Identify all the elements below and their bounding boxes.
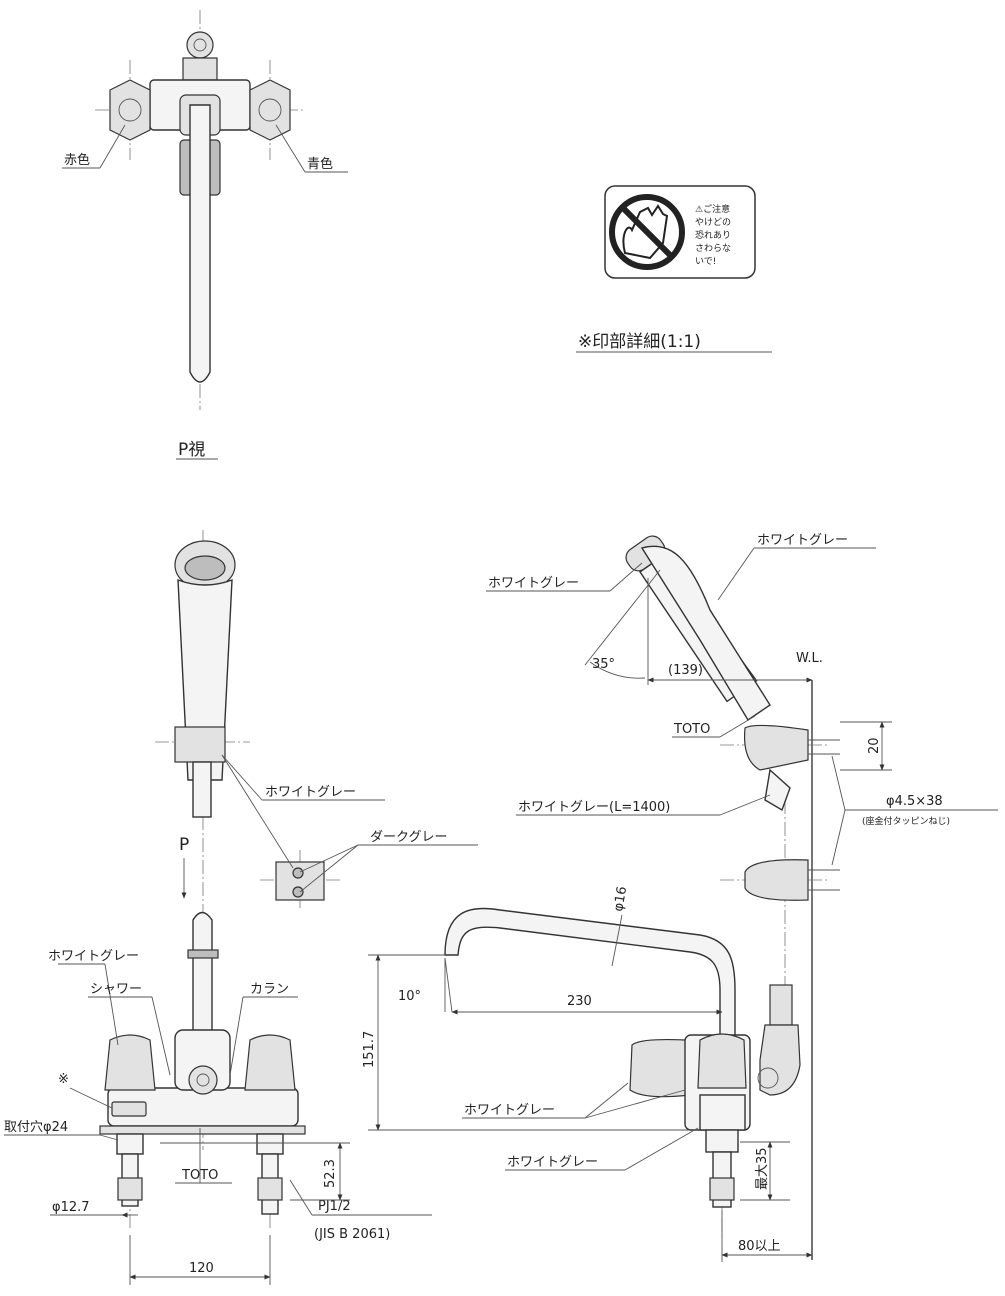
seal-line-2: やけどの [695, 217, 731, 228]
angle-35: 35° [592, 657, 615, 672]
dark-grey-label: ダークグレー [370, 830, 447, 845]
hose-label: ホワイトグレー(L=1400) [518, 800, 670, 815]
mark-label: ※ [58, 1072, 69, 1087]
standard-label: (JIS B 2061) [314, 1227, 390, 1242]
front-brand: TOTO [181, 1168, 218, 1183]
thread-label: PJ1/2 [318, 1199, 351, 1214]
warning-seal: ⚠ご注意 やけどの 恐れあり さわらな いで! ※印部詳細(1:1) [576, 185, 772, 353]
dim-width: 120 [189, 1261, 214, 1276]
max-35: 最大35 [755, 1147, 770, 1190]
dim-20: 20 [867, 737, 882, 754]
pipe-dia: φ12.7 [52, 1200, 90, 1215]
dim-151: 151.7 [362, 1031, 377, 1068]
wl-label: W.L. [796, 651, 823, 666]
spout-dia: φ16 [611, 885, 630, 912]
p-view-caption: P視 [178, 440, 205, 460]
side-view: 35° (139) W.L. ホワイトグレー ホワイトグレー TOTO 20 ホ… [362, 533, 998, 1262]
dim-230: 230 [567, 994, 592, 1009]
body-label: ホワイトグレー [48, 949, 139, 964]
p-arrow-label: P [179, 835, 189, 855]
dim-139: (139) [668, 663, 703, 678]
body-side-label: ホワイトグレー [464, 1103, 555, 1118]
front-view: P ホワイトグレー ダークグレー [4, 530, 478, 1285]
dim-height: 52.3 [323, 1159, 338, 1188]
holder-label: ホワイトグレー [265, 785, 356, 800]
min-80: 80以上 [738, 1239, 781, 1254]
p-view: 赤色 青色 P視 [62, 10, 348, 460]
blue-label: 青色 [307, 156, 333, 172]
angle-10: 10° [398, 989, 421, 1004]
screw-note: (座金付タッピンねじ) [862, 815, 950, 827]
seal-caption: ※印部詳細(1:1) [578, 332, 701, 352]
shower-label: シャワー [90, 982, 142, 997]
seal-line-4: さわらな [695, 243, 731, 254]
side-brand: TOTO [673, 722, 710, 737]
handle-label: ホワイトグレー [757, 533, 848, 548]
mount-hole-label: 取付穴φ24 [4, 1120, 68, 1135]
head-label: ホワイトグレー [488, 576, 579, 591]
seal-line-5: いで! [695, 257, 716, 267]
red-label: 赤色 [64, 152, 90, 168]
faucet-label: カラン [250, 982, 289, 997]
seal-line-1: ⚠ご注意 [695, 203, 730, 215]
base-side-label: ホワイトグレー [507, 1155, 598, 1170]
screw-label: φ4.5×38 [886, 794, 943, 809]
seal-line-3: 恐れあり [695, 230, 731, 241]
